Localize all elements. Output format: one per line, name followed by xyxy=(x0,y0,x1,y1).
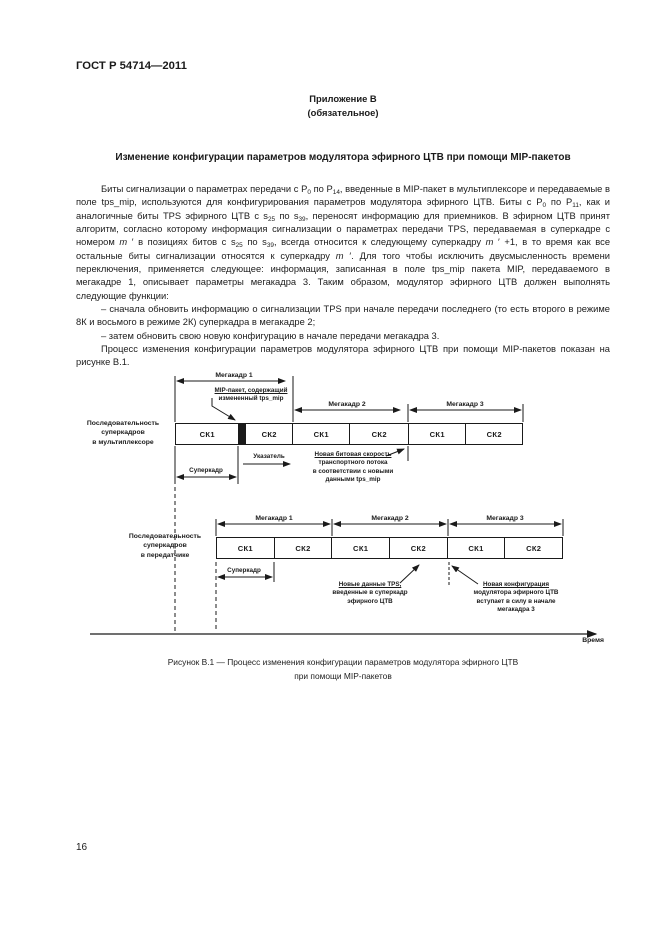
paragraph: Биты сигнализации о параметрах передачи … xyxy=(76,184,611,301)
figure-caption-line2: при помощи MIP-пакетов xyxy=(294,671,392,681)
figure-caption: Рисунок В.1 — Процесс изменения конфигур… xyxy=(76,655,610,683)
superframe-cell: СК2 xyxy=(504,538,562,558)
config-note-head: Новая конфигурация xyxy=(482,581,549,588)
superframe-cell: СК1 xyxy=(237,543,253,553)
figure-caption-line1: Рисунок В.1 — Процесс изменения конфигур… xyxy=(167,657,519,667)
superframe-cell: СК1 xyxy=(446,538,505,558)
doc-number: ГОСТ Р 54714—2011 xyxy=(76,60,187,72)
superframe-cell: СК1 xyxy=(291,424,350,444)
superframe-label-top: Суперкадр xyxy=(189,467,223,474)
config-note: Новая конфигурация модулятора эфирного Ц… xyxy=(464,581,568,615)
superframe-cell: СК2 xyxy=(349,424,408,444)
annex-name: Приложение В xyxy=(309,93,377,104)
superframe-cell: СК1 xyxy=(407,424,466,444)
megaframe1-label-top: Мегакадр 1 xyxy=(215,372,253,379)
superframe-label-bottom: Суперкадр xyxy=(227,567,261,574)
body-paragraphs: Биты сигнализации о параметрах передачи … xyxy=(76,183,610,370)
paragraph: – сначала обновить информацию о сигнализ… xyxy=(76,304,610,328)
megaframe3-label-bottom: Мегакадр 3 xyxy=(486,515,524,522)
megaframe2-label-bottom: Мегакадр 2 xyxy=(371,515,409,522)
superframe-cell: СК1 xyxy=(199,429,215,439)
time-axis-label: Время xyxy=(582,637,604,644)
bitrate-note: Новая битовая скорость транспортного пот… xyxy=(296,451,410,485)
annex-type: (обязательное) xyxy=(307,107,379,118)
section-title: Изменение конфигурации параметров модуля… xyxy=(115,152,571,163)
megaframe2-label-top: Мегакадр 2 xyxy=(328,401,366,408)
tps-note-head: Новые данные TPS, xyxy=(338,581,402,588)
pointer-label: Указатель xyxy=(253,453,285,460)
mip-packet-marker xyxy=(238,424,247,444)
superframe-cell: СК2 xyxy=(389,538,447,558)
multiplexer-superframe-row: СК1 СК2 СК1 СК2 СК1 СК2 xyxy=(175,423,523,445)
annex-heading: Приложение В (обязательное) xyxy=(76,92,610,120)
transmitter-superframe-row: СК1 СК2 СК1 СК2 СК1 СК2 xyxy=(216,537,563,559)
superframe-cell: СК2 xyxy=(273,538,332,558)
megaframe1-label-bottom: Мегакадр 1 xyxy=(255,515,293,522)
superframe-cell: СК1 xyxy=(331,538,389,558)
mip-packet-note-rest: измененный tps_mip xyxy=(218,395,284,403)
bitrate-note-head: Новая битовая скорость xyxy=(314,451,392,458)
mip-packet-note-head: MIP-пакет, содержащий xyxy=(214,387,288,394)
mip-packet-note: MIP-пакет, содержащий измененный tps_mip xyxy=(203,387,299,404)
superframe-cell: СК2 xyxy=(261,429,277,439)
page-number: 16 xyxy=(76,842,88,853)
paragraph: – затем обновить свою новую конфигурацию… xyxy=(101,330,440,341)
paragraph: Процесс изменения конфигурации параметро… xyxy=(76,344,610,368)
superframe-cell: СК2 xyxy=(465,424,522,444)
megaframe3-label-top: Мегакадр 3 xyxy=(446,401,484,408)
